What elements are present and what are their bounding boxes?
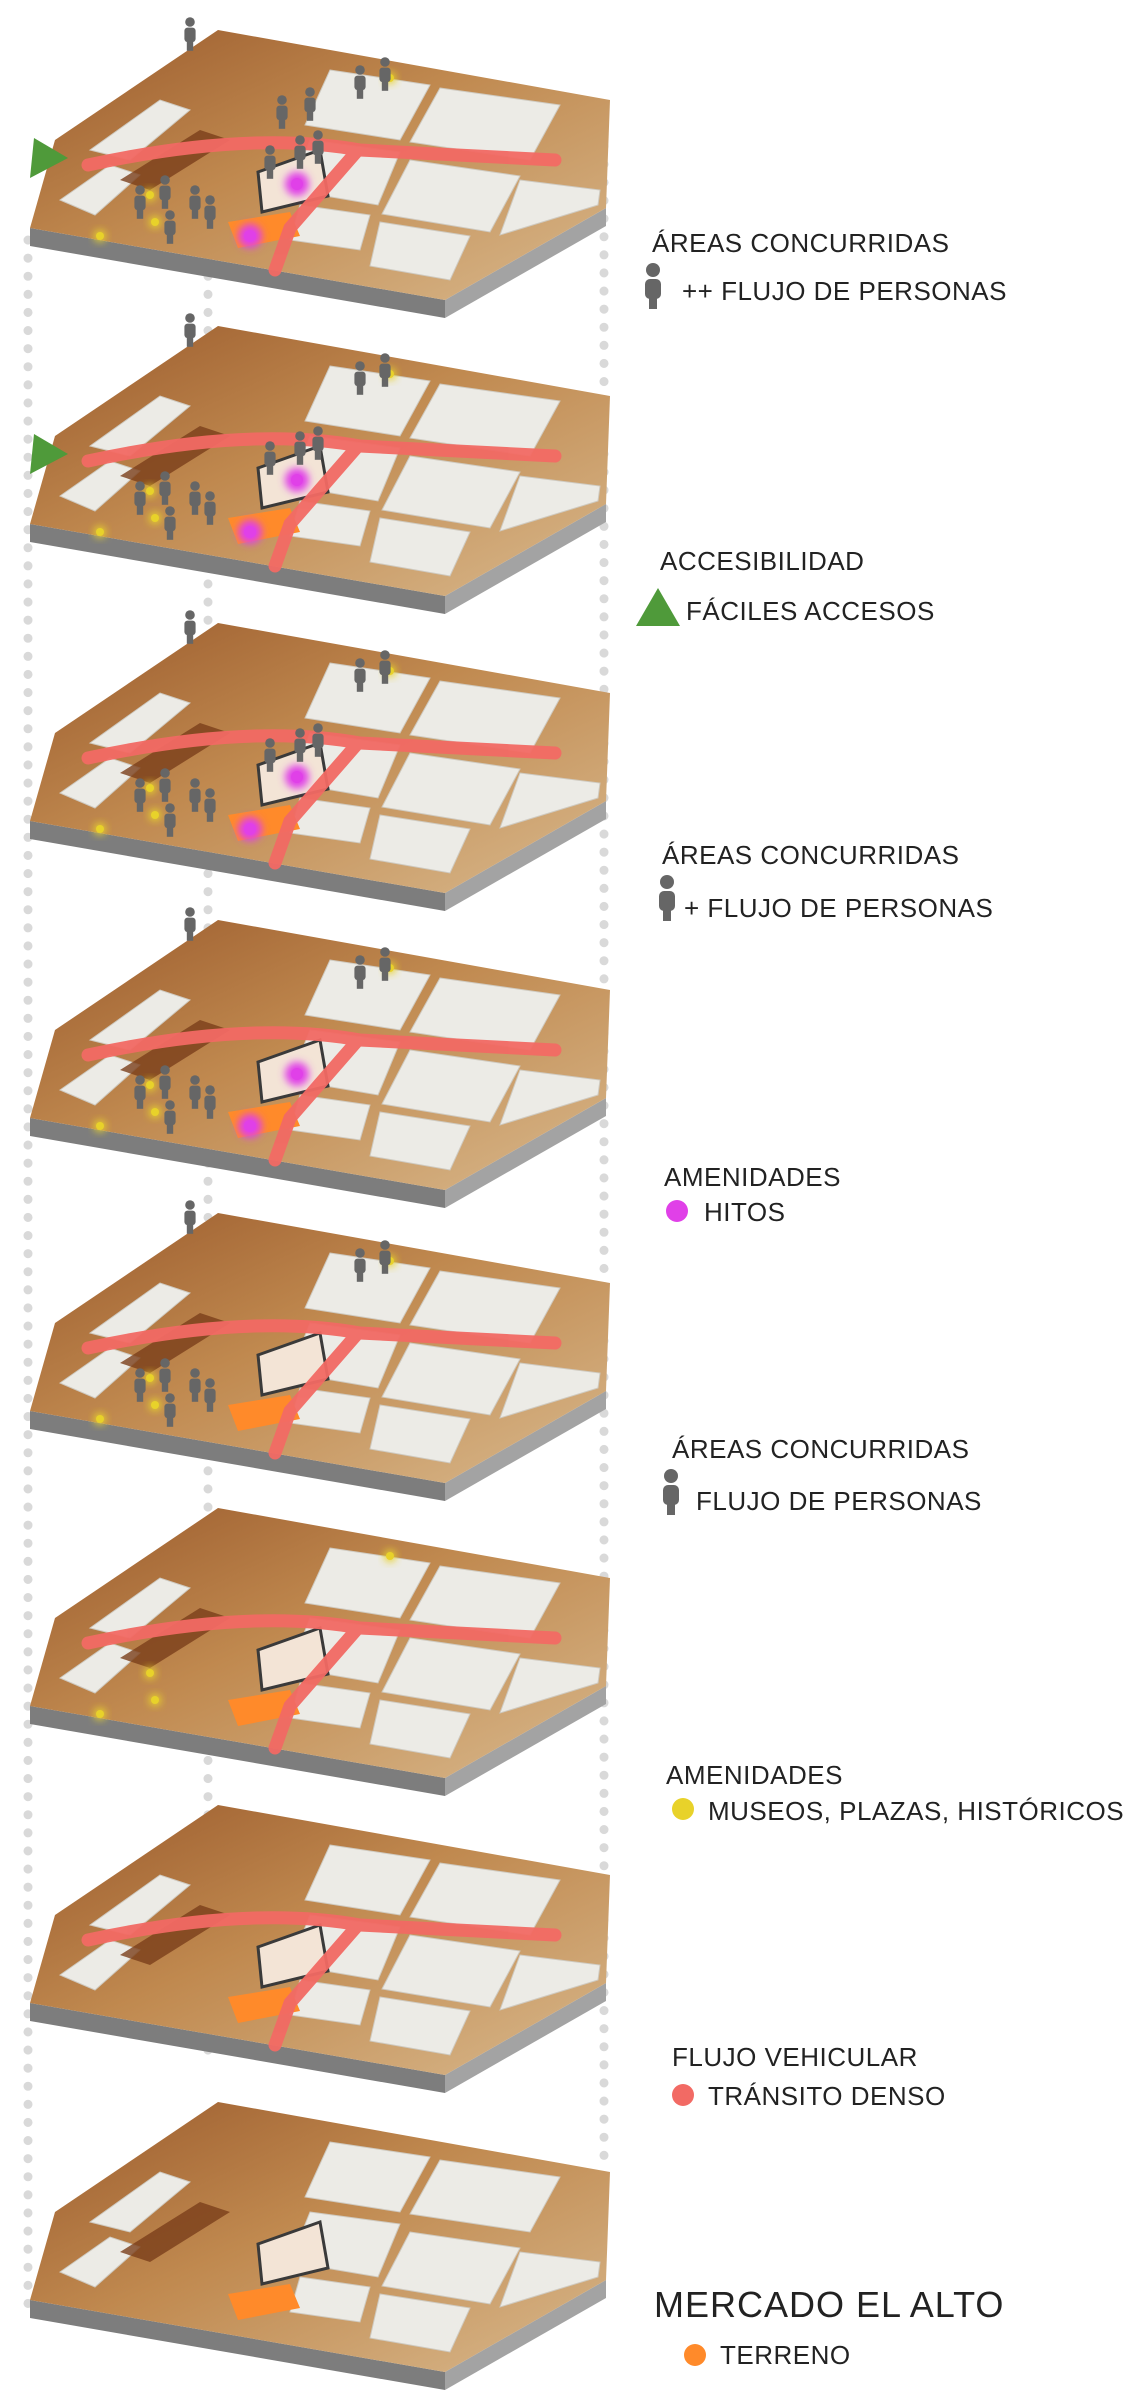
person-icon	[164, 1100, 176, 1134]
map-layer-7	[30, 1805, 610, 2093]
person-icon	[312, 426, 324, 460]
person-icon	[264, 145, 276, 179]
amenity-dot	[96, 232, 104, 240]
person-icon	[354, 955, 366, 989]
amenity-dot	[146, 1374, 154, 1382]
person-icon	[184, 1200, 196, 1234]
landmark-dot	[244, 823, 256, 835]
person-icon	[304, 87, 316, 121]
traffic-routes	[81, 136, 562, 277]
landmark-dot	[291, 1068, 303, 1080]
person-icon	[184, 17, 196, 51]
person-icon	[134, 778, 146, 812]
person-icon	[379, 353, 391, 387]
map-layer-1	[30, 17, 610, 318]
person-icon	[312, 130, 324, 164]
person-icon	[189, 1368, 201, 1402]
amenity-dot	[151, 1401, 159, 1409]
amenity-dot	[146, 1081, 154, 1089]
person-icon	[164, 210, 176, 244]
traffic-routes	[81, 1911, 562, 2052]
person-icon	[189, 481, 201, 515]
access-triangle	[30, 434, 68, 474]
person-icon	[379, 57, 391, 91]
person-icon	[159, 471, 171, 505]
person-icon	[294, 431, 306, 465]
person-icon	[354, 65, 366, 99]
person-icon	[184, 907, 196, 941]
amenity-dot	[96, 528, 104, 536]
person-icon	[264, 738, 276, 772]
amenity-dot	[386, 1552, 394, 1560]
person-icon	[294, 728, 306, 762]
amenity-dot	[146, 191, 154, 199]
amenity-dot	[151, 1108, 159, 1116]
person-icon	[294, 135, 306, 169]
amenity-dot	[96, 1122, 104, 1130]
person-icon	[189, 778, 201, 812]
landmark-dot	[244, 526, 256, 538]
person-icon	[159, 1065, 171, 1099]
landmark-dot	[244, 230, 256, 242]
person-icon	[184, 313, 196, 347]
person-icon	[276, 95, 288, 129]
person-icon	[354, 658, 366, 692]
person-icon	[164, 1393, 176, 1427]
person-icon	[204, 195, 216, 229]
person-icon	[134, 185, 146, 219]
map-layer-3	[30, 610, 610, 911]
amenity-dot	[146, 1669, 154, 1677]
amenity-dot	[151, 514, 159, 522]
traffic-routes	[81, 432, 562, 573]
amenity-dot	[151, 218, 159, 226]
person-icon	[164, 803, 176, 837]
person-icon	[159, 1358, 171, 1392]
person-icon	[204, 1378, 216, 1412]
person-icon	[354, 1248, 366, 1282]
amenity-dot	[96, 1710, 104, 1718]
landmark-dot	[291, 178, 303, 190]
traffic-routes	[81, 729, 562, 870]
site-area	[228, 2284, 300, 2320]
landmark-dot	[244, 1120, 256, 1132]
person-icon	[134, 481, 146, 515]
traffic-routes	[81, 1026, 562, 1167]
person-icon	[164, 506, 176, 540]
person-icon	[134, 1368, 146, 1402]
map-layer-8	[30, 2102, 610, 2390]
person-icon	[204, 788, 216, 822]
amenity-dot	[146, 487, 154, 495]
landmark-dot	[291, 771, 303, 783]
person-icon	[159, 175, 171, 209]
amenity-dot	[146, 784, 154, 792]
person-icon	[379, 1240, 391, 1274]
map-layer-5	[30, 1200, 610, 1501]
map-layer-2	[30, 313, 610, 614]
person-icon	[312, 723, 324, 757]
traffic-routes	[81, 1614, 562, 1755]
amenity-dot	[151, 811, 159, 819]
person-icon	[204, 1085, 216, 1119]
traffic-routes	[81, 1319, 562, 1460]
map-layer-4	[30, 907, 610, 1208]
person-icon	[264, 441, 276, 475]
amenity-dot	[96, 825, 104, 833]
person-icon	[189, 185, 201, 219]
person-icon	[184, 610, 196, 644]
person-icon	[134, 1075, 146, 1109]
person-icon	[354, 361, 366, 395]
map-layer-6	[30, 1508, 610, 1796]
amenity-dot	[96, 1415, 104, 1423]
amenity-dot	[151, 1696, 159, 1704]
person-icon	[159, 768, 171, 802]
person-icon	[189, 1075, 201, 1109]
person-icon	[204, 491, 216, 525]
access-triangle	[30, 138, 68, 178]
person-icon	[379, 650, 391, 684]
person-icon	[379, 947, 391, 981]
landmark-dot	[291, 474, 303, 486]
